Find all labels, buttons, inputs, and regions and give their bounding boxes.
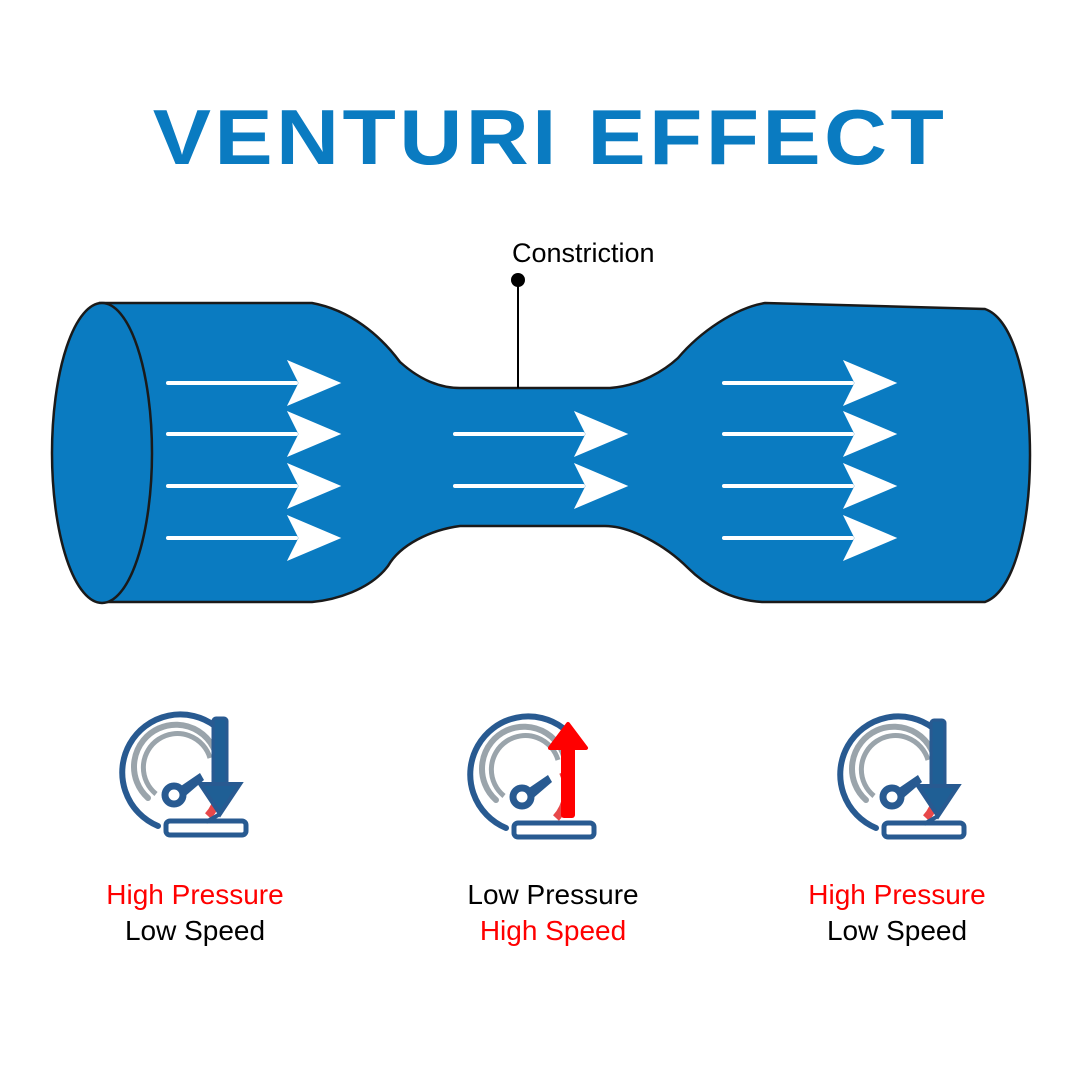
pipe (50, 301, 1032, 605)
pressure-label: High Pressure (106, 879, 284, 910)
flow-arrow-head (286, 515, 342, 561)
section-label-outlet: High Pressure Low Speed (747, 877, 1047, 949)
speed-label: High Speed (479, 915, 627, 946)
flow-arrow-head (842, 411, 898, 457)
title: VENTURI EFFECT (152, 93, 948, 181)
flow-arrow-head (573, 463, 629, 509)
flow-arrow-head (842, 463, 898, 509)
arrow-down-icon (914, 718, 962, 826)
gauge-icon-inlet (122, 714, 246, 835)
flow-arrow-head (286, 411, 342, 457)
arrow-up-icon (548, 722, 588, 818)
arrow-down-icon (196, 716, 244, 824)
gauge-icon-throat (470, 716, 594, 837)
constriction-pointer (511, 273, 525, 388)
speed-label: Low Speed (124, 915, 266, 946)
section-label-throat: Low Pressure High Speed (403, 877, 703, 949)
pressure-label: Low Pressure (467, 879, 639, 910)
flow-arrow-head (842, 515, 898, 561)
section-label-inlet: High Pressure Low Speed (45, 877, 345, 949)
flow-arrow-head (286, 360, 342, 406)
speed-label: Low Speed (826, 915, 968, 946)
constriction-label: Constriction (512, 238, 655, 268)
flow-arrow-head (286, 463, 342, 509)
pipe-inlet-opening (50, 301, 154, 605)
flow-arrow-head (842, 360, 898, 406)
flow-arrows (166, 360, 898, 561)
gauge-icon-outlet (840, 716, 964, 837)
pressure-label: High Pressure (808, 879, 986, 910)
flow-arrow-head (573, 411, 629, 457)
